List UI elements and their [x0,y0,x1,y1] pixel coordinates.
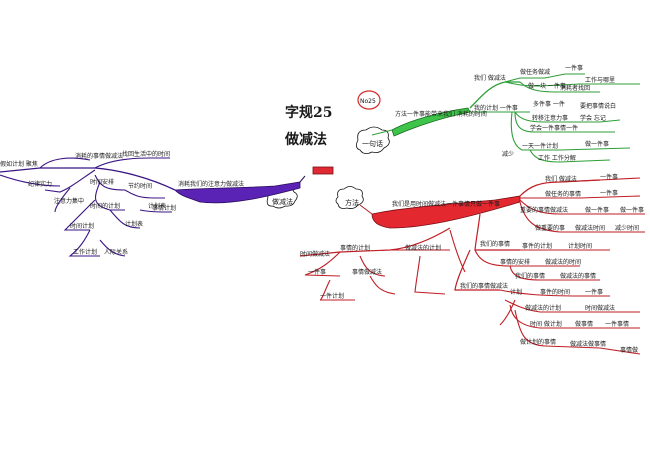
purple-label-13: 工作计划 [73,248,97,256]
red-label-9: 做减法时间 [575,224,605,232]
purple-label-11: 计划表 [125,220,143,228]
purple-label-12: 事情计划 [152,204,176,212]
purple-label-8: 时间的计划 [90,202,120,210]
red-label-14: 事情的安排 [500,258,530,266]
node-zuo-jianfa-label: 做减法 [272,197,293,206]
red-label-29: 事情做 [620,346,638,354]
red-label-5: 重要的事情做减法 [520,206,568,214]
purple-label-10: 时间计划 [70,222,94,230]
red-label-11: 我们的事情 [480,240,510,248]
red-main-fill [371,195,521,229]
node-fangfa-label: 方法 [345,198,359,207]
red-label-35: 一件计划 [320,292,344,300]
purple-label-14: 人际关系 [104,248,128,256]
red-branch: 我们是用时间做减法一件事情只做一件事 我们 做减法 一件事 做任务的事情 一件事… [299,173,645,355]
center-cluster: 字规25 做减法 No25 [284,90,381,175]
node-fangfa: 方法 [335,186,364,209]
red-label-6: 做一件事 [585,206,609,214]
red-label-20: 事件的时间 [540,288,570,296]
red-label-23: 时间做减法 [585,304,615,312]
red-label-13: 计划时间 [568,242,592,250]
purple-main-label: 消耗我们的注意力做减法 [178,180,244,188]
purple-main-fill [174,181,301,204]
red-label-15: 做减法的时间 [545,258,581,266]
green-main-label: 方法一件事能带来我们 消耗的时间 [395,110,487,118]
purple-label-4: 纪律实力 [28,180,52,188]
red-label-22: 做减法的计划 [525,304,561,312]
center-tag: No25 [360,98,376,105]
red-label-4: 一件事 [600,189,618,197]
purple-branch: 消耗我们的注意力做减法 假如计划 聚焦 消耗的事情做减法 找回生活中的时间 纪律… [0,150,306,257]
red-label-10: 减少时间 [615,224,639,232]
green-label-4: 工作与哪里 [585,76,615,84]
red-label-12: 事件的计划 [522,242,552,250]
red-label-18: 我们的事情做减法 [460,282,508,290]
purple-label-7: 注意力集中 [54,197,84,205]
red-label-24: 时间 做计划 [530,320,562,328]
purple-label-2: 消耗的事情做减法 [75,152,123,160]
green-label-11: 学会 忘记 [580,114,606,122]
red-label-31: 事情的计划 [340,244,370,252]
center-red-bar [312,166,334,175]
green-label-13: 一天一件计划 [522,142,558,150]
green-label-5: 做一块 一件事 [528,82,566,90]
green-label-16: 做一件事 [585,140,609,148]
node-yi-ju-hua-label: 一句话 [362,139,383,148]
green-label-9: 要把事情说白 [580,102,616,110]
purple-label-3: 找回生活中的时间 [122,150,170,158]
green-label-8: 多件事 一件 [533,100,565,108]
red-label-19: 计划 [510,288,522,296]
red-label-3: 做任务的事情 [545,190,581,198]
center-title-line2: 做减法 [284,131,327,148]
purple-label-1: 假如计划 聚焦 [0,160,38,168]
red-label-30: 时间做减法 [300,250,330,258]
green-label-7: 我的计划 一件事 [474,104,518,112]
purple-label-5: 时间安排 [90,178,114,186]
red-label-2: 一件事 [600,173,618,181]
purple-label-6: 节约时间 [128,182,152,190]
red-main-label: 我们是用时间做减法一件事情只做一件事 [392,200,500,208]
red-label-32: 做减法的计划 [405,244,441,252]
red-label-25: 做事情 [575,320,593,328]
red-label-27: 做计划的事情 [520,338,556,346]
center-tag-circle [357,90,381,110]
green-top-branch [469,81,520,109]
green-label-2: 做任务做减 [520,68,550,76]
red-label-21: 一件事 [585,288,603,296]
center-title-line1: 字规25 [285,104,332,121]
red-label-1: 我们 做减法 [545,175,577,183]
node-yi-ju-hua: 一句话 [356,126,390,154]
red-label-28: 做减法做事情 [570,340,606,348]
red-label-8: 做重要的事 [535,224,565,232]
purple-label-9: 计划表 [148,202,166,210]
green-branch: 方法一件事能带来我们 消耗的时间 我们 做减法 做任务做减 一件事 工作与哪里 … [371,64,640,163]
red-label-7: 做一件事 [620,206,644,214]
green-label-14: 减少 [502,150,514,158]
green-label-10: 转移注意力事 [532,114,568,122]
red-label-34: 事情做减法 [352,268,382,276]
red-label-26: 一件事情 [605,320,629,328]
green-label-1: 我们 做减法 [474,74,506,82]
green-label-6: 消耗者找回 [560,84,590,92]
red-label-16: 我们的事情 [515,272,545,280]
red-label-17: 做减法的事情 [560,272,596,280]
green-label-3: 一件事 [565,64,583,72]
green-label-12: 学会一件事情一件 [530,124,578,132]
green-label-15: 工作 工作分解 [538,154,576,162]
red-label-33: 一件事 [308,268,326,276]
